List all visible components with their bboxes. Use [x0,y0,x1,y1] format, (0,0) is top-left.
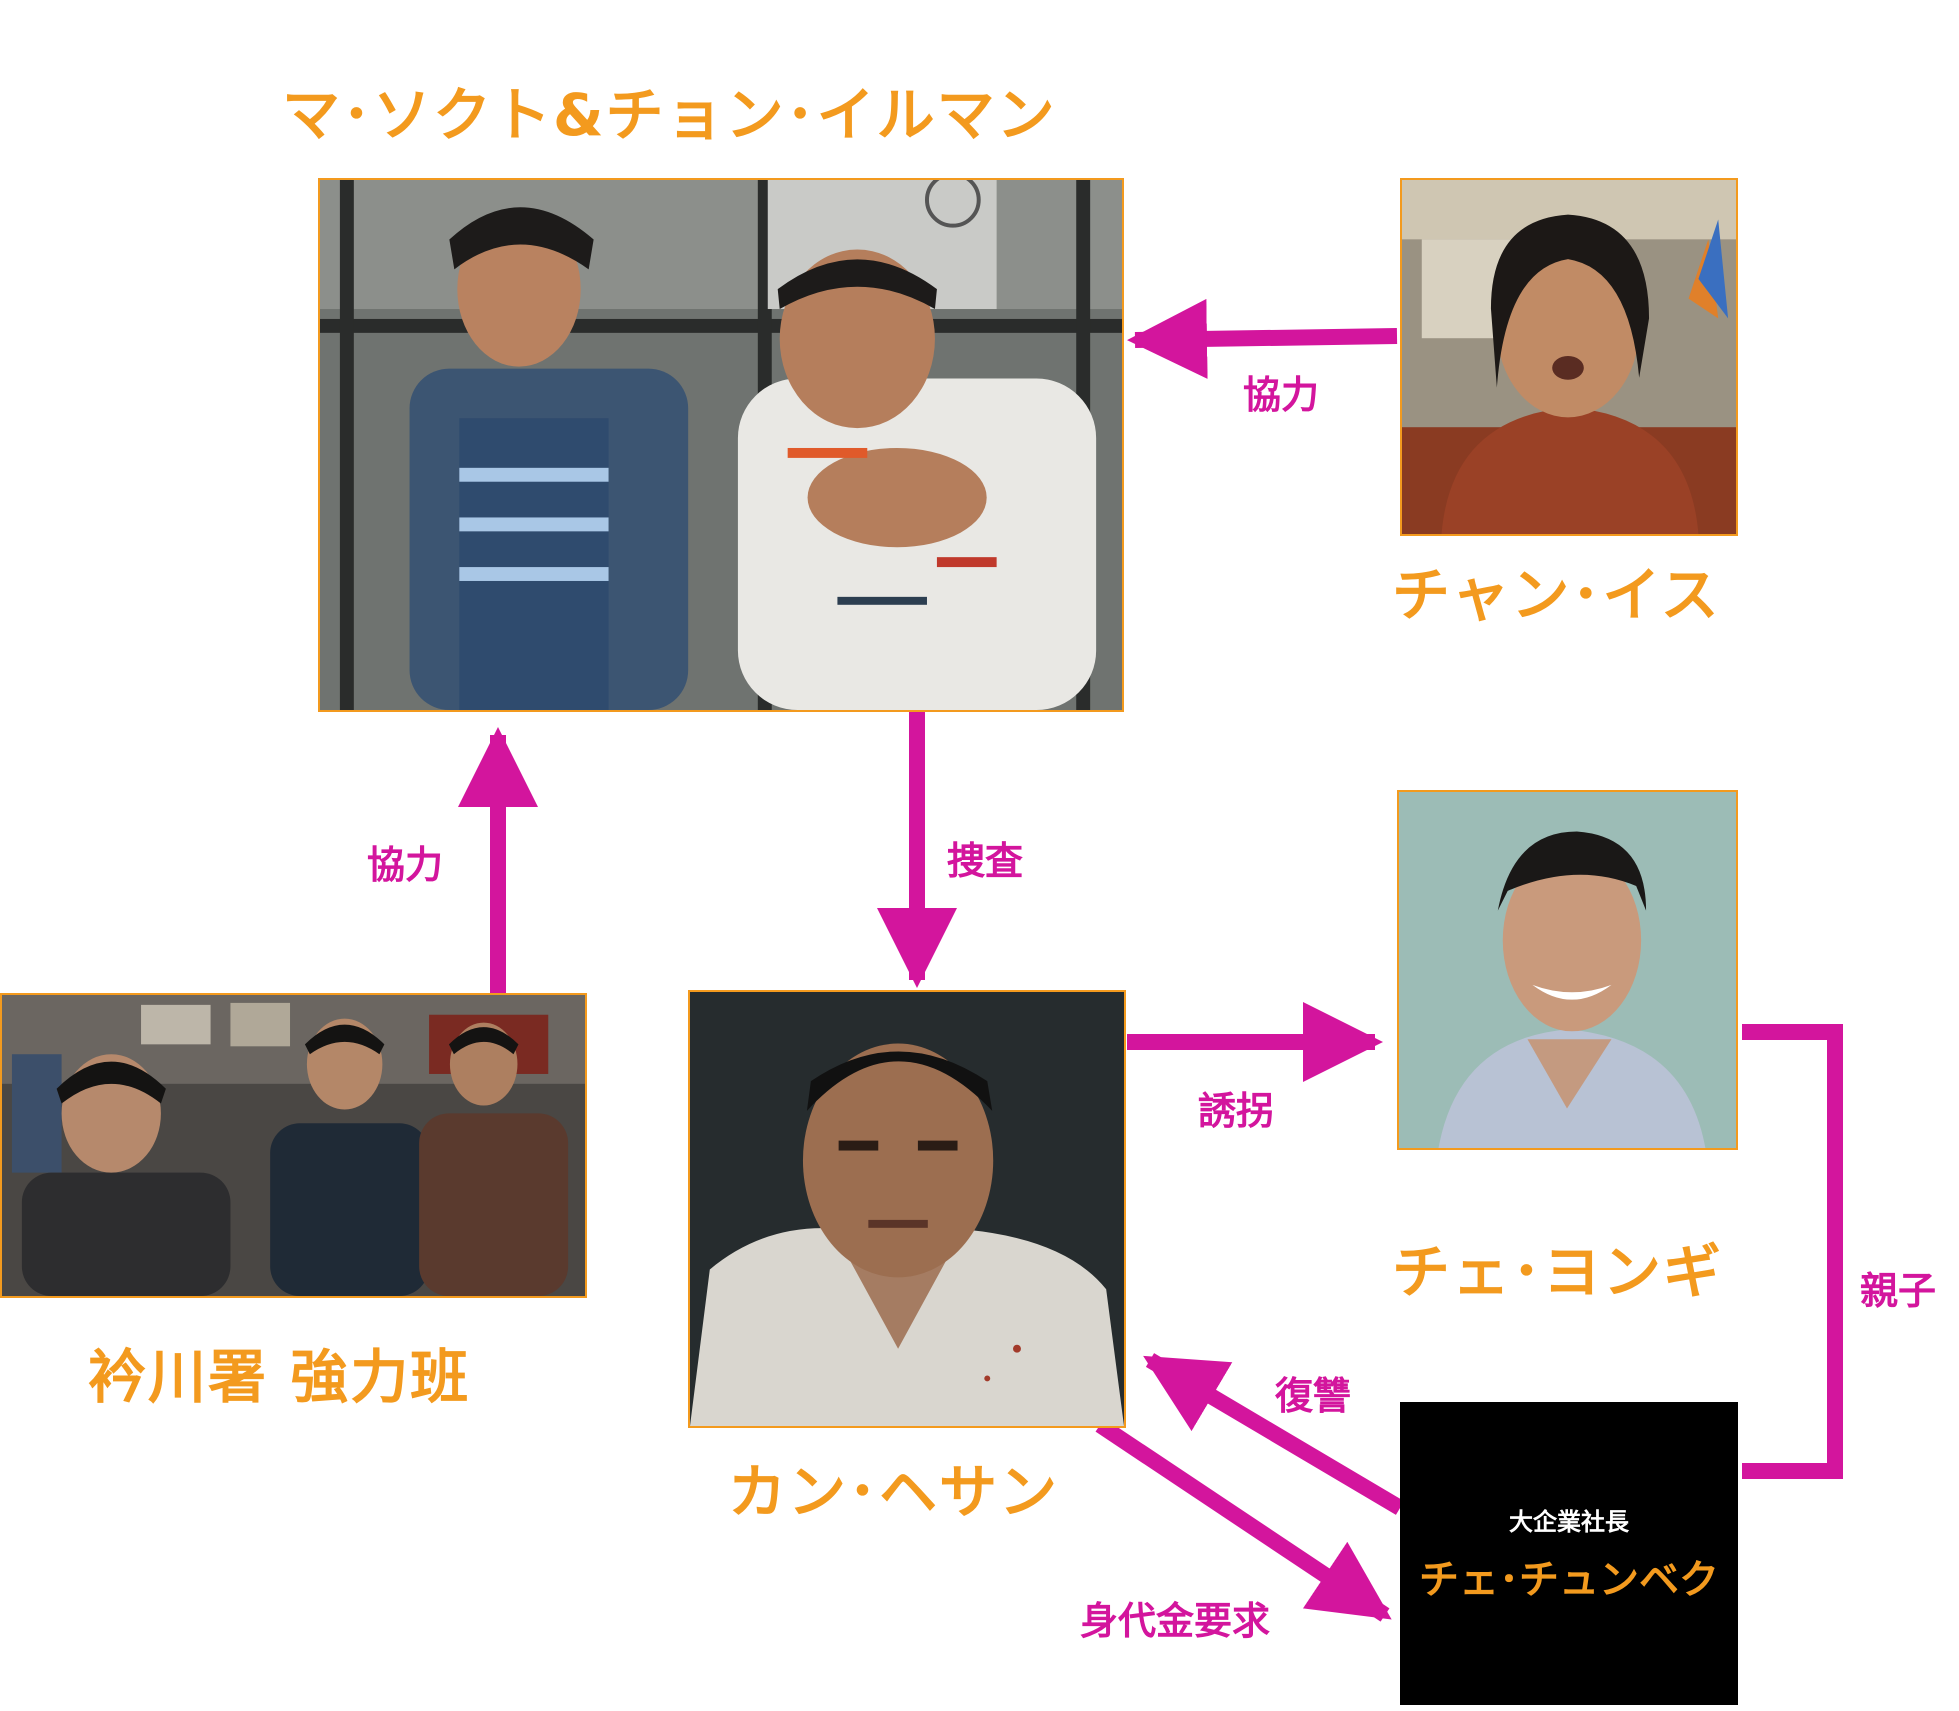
label-revenge: 復讐 [1275,1374,1352,1418]
label-investigate: 捜査 [947,839,1024,883]
label-parent-child: 親子 [1860,1269,1937,1313]
name-choi-yonggi: チェ･ヨンギ [1392,1238,1724,1306]
name-ma-jeon: マ･ソクト&チョン･イルマン [282,81,1057,149]
photo-jang-isu [1400,178,1738,536]
photo-team [0,993,587,1298]
photo-kang [688,990,1126,1428]
name-jang-isu: チャン･イス [1392,561,1721,629]
arrow-ransom [1095,1418,1392,1622]
label-cooperate-top: 協力 [1243,373,1320,417]
boss-name: チェ･チュンベク [1419,1557,1719,1603]
label-ransom: 身代金要求 [1080,1599,1271,1643]
photo-choi-yonggi [1397,790,1738,1150]
label-kidnap: 誘拐 [1198,1089,1275,1133]
boss-card: 大企業社長 チェ･チュンベク [1400,1402,1738,1705]
arrow-revenge [1143,1353,1405,1515]
arrow-cooperate-top [1127,298,1398,379]
photo-ma-jeon [318,178,1124,712]
boss-role: 大企業社長 [1509,1508,1629,1536]
name-team: 衿川署 強力班 [88,1343,471,1411]
label-cooperate-left: 協力 [367,843,444,887]
name-kang: カン･ヘサン [728,1458,1060,1526]
bracket-parent-child [1742,1024,1843,1479]
